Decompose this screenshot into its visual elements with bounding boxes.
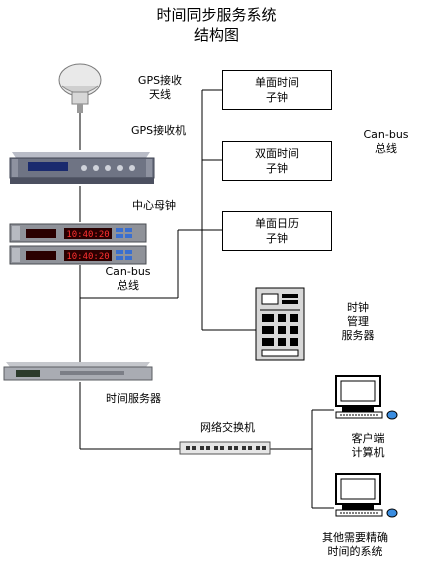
master-clock-display-bottom: 10:40:20 [66, 252, 109, 262]
diagram-title: 时间同步服务系统 [156, 6, 277, 24]
slave-clock-label-line2: 子钟 [266, 91, 288, 104]
client-pc-label-line1: 客户端 [351, 432, 385, 445]
other-systems-label: 其他需要精确 时间的系统 [300, 531, 410, 559]
gps-antenna-icon [58, 63, 102, 113]
time-server-label: 时间服务器 [106, 392, 161, 405]
other-system-pc-icon [335, 473, 398, 518]
gps-antenna-label-line1: GPS接收 [137, 74, 183, 87]
client-pc-label-line2: 计算机 [351, 446, 385, 459]
gps-receiver-label: GPS接收机 [131, 124, 187, 137]
canbus-right-label-line1: Can-bus [363, 128, 409, 141]
diagram-subtitle: 结构图 [193, 26, 239, 44]
canbus-left-label-line2: 总线 [117, 279, 139, 292]
slave-clock-label-line1: 单面时间 [255, 76, 299, 89]
canbus-left-label: Can-bus 总线 [100, 265, 156, 293]
time-server-icon [3, 362, 153, 381]
slave-clock-single-time: 单面时间 子钟 [222, 70, 332, 110]
clock-mgmt-server-label-line2: 管理 [347, 315, 369, 328]
canbus-right-label: Can-bus 总线 [356, 128, 416, 156]
server-tower-icon [255, 287, 305, 361]
clock-mgmt-server-label: 时钟 管理 服务器 [330, 301, 386, 343]
other-systems-label-line1: 其他需要精确 [322, 531, 388, 544]
gps-receiver-icon [9, 152, 155, 184]
connection-lines [79, 89, 334, 509]
slave-clock-label-line2: 子钟 [266, 162, 288, 175]
slave-clock-label-line1: 单面日历 [255, 217, 299, 230]
master-clock-label: 中心母钟 [132, 199, 176, 212]
slave-clock-label-line1: 双面时间 [255, 147, 299, 160]
master-clock-display-top: 10:40:20 [66, 230, 109, 240]
master-clock-icon [9, 223, 147, 265]
gps-antenna-label-line2: 天线 [149, 88, 171, 101]
switch-label: 网络交换机 [200, 421, 255, 434]
clock-mgmt-server-label-line1: 时钟 [347, 301, 369, 314]
client-pc-label: 客户端 计算机 [336, 432, 400, 460]
client-pc-icon [335, 375, 398, 420]
other-systems-label-line2: 时间的系统 [327, 545, 383, 558]
canbus-right-label-line2: 总线 [375, 142, 397, 155]
gps-antenna-label: GPS接收 天线 [132, 74, 188, 102]
clock-mgmt-server-label-line3: 服务器 [341, 329, 375, 342]
canbus-left-label-line1: Can-bus [105, 265, 151, 278]
slave-clock-label-line2: 子钟 [266, 232, 288, 245]
network-switch-icon [179, 441, 271, 455]
slave-clock-double-time: 双面时间 子钟 [222, 141, 332, 181]
slave-clock-single-calendar: 单面日历 子钟 [222, 211, 332, 251]
